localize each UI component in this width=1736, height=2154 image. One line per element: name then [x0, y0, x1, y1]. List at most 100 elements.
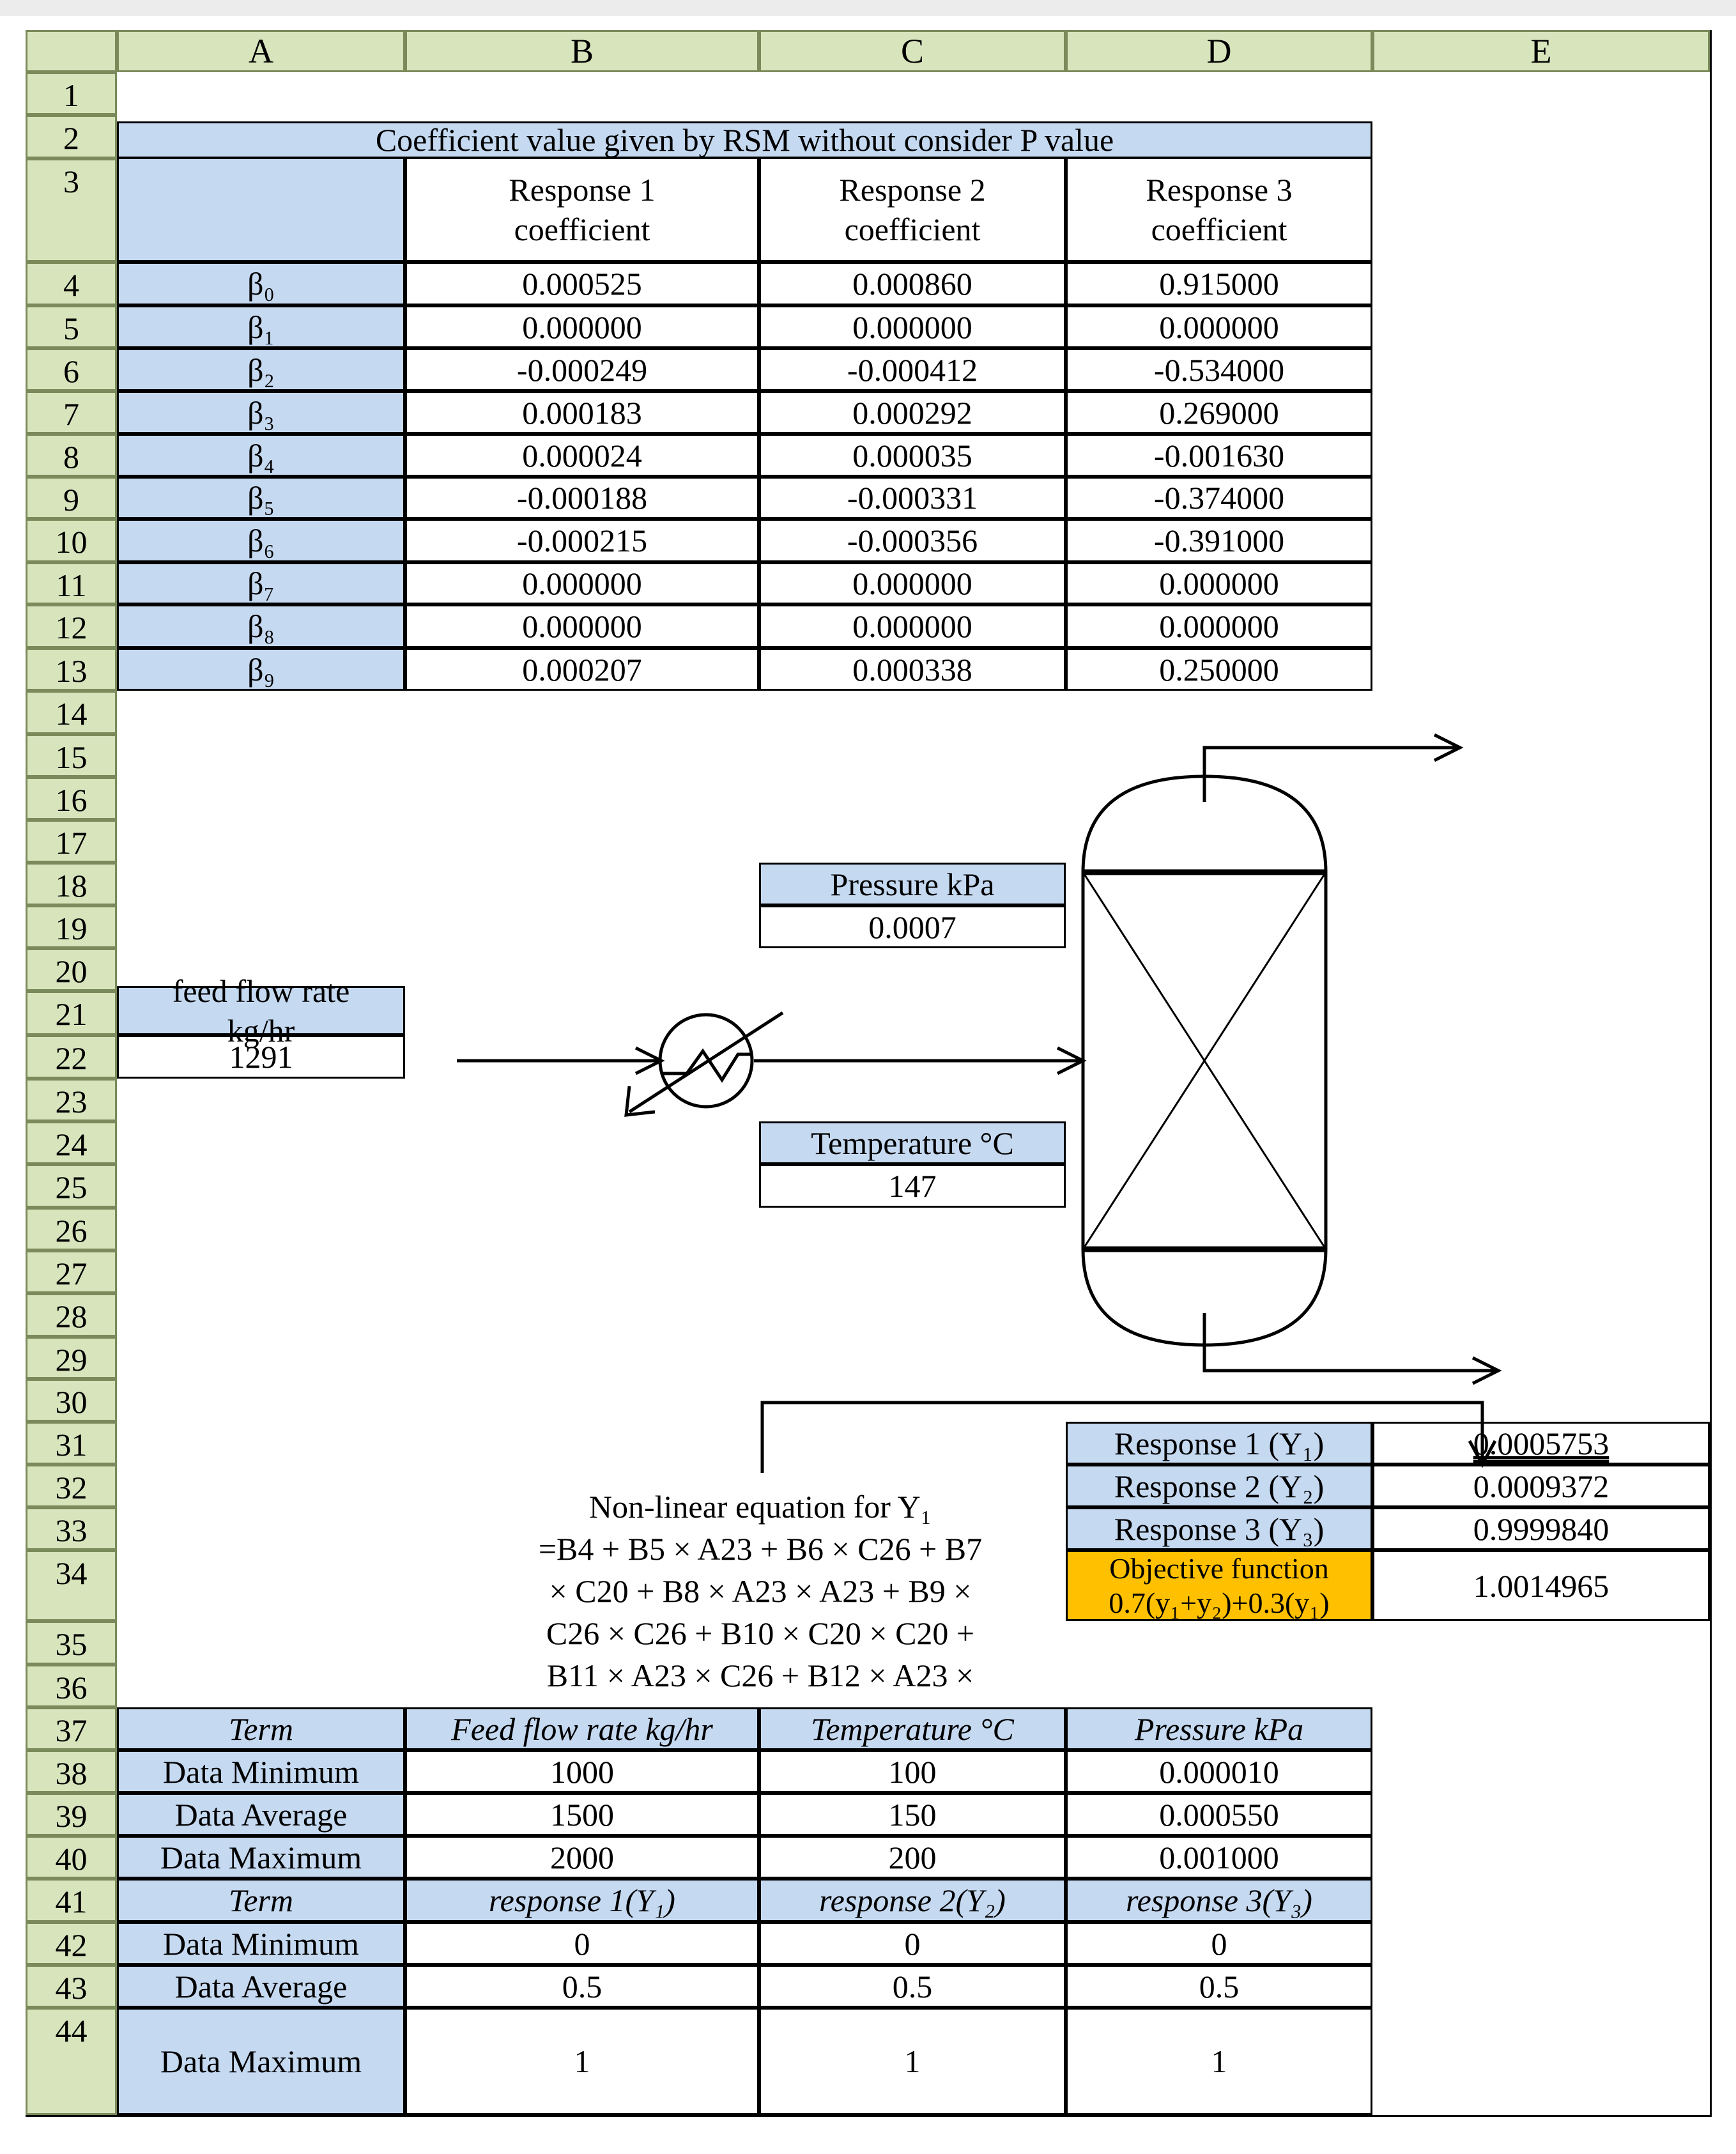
table2-header[interactable]: Term [117, 1879, 405, 1922]
row-header-43[interactable]: 43 [26, 1965, 117, 2008]
beta-label[interactable]: β₇ [117, 562, 405, 604]
beta-label[interactable]: β₂ [117, 348, 405, 391]
row-header-18[interactable]: 18 [26, 863, 117, 905]
beta-label[interactable]: β₆ [117, 519, 405, 562]
feed-flow-value[interactable]: 1291 [117, 1035, 405, 1079]
objective-function-value[interactable]: 1.0014965 [1372, 1550, 1710, 1621]
coef-value[interactable]: 0.000000 [405, 562, 759, 604]
row-header-34[interactable]: 34 [26, 1550, 117, 1621]
row-header-2[interactable]: 2 [26, 115, 117, 158]
row-header-19[interactable]: 19 [26, 905, 117, 948]
coef-value[interactable]: 0.000000 [759, 305, 1066, 348]
coef-value[interactable]: -0.000188 [405, 477, 759, 519]
row-header-6[interactable]: 6 [26, 348, 117, 391]
table2-cell[interactable]: 1 [405, 2008, 759, 2115]
row-header-5[interactable]: 5 [26, 305, 117, 348]
coefficient-title[interactable]: Coefficient value given by RSM without c… [117, 121, 1372, 158]
table1-header[interactable]: Temperature °C [759, 1707, 1066, 1750]
row-header-10[interactable]: 10 [26, 519, 117, 562]
table2-header[interactable]: response 2(Y₂) [759, 1879, 1066, 1922]
pressure-value[interactable]: 0.0007 [759, 905, 1066, 948]
row-header-12[interactable]: 12 [26, 604, 117, 648]
row-header-22[interactable]: 22 [26, 1035, 117, 1079]
row-header-36[interactable]: 36 [26, 1665, 117, 1707]
coef-value[interactable]: 0.000000 [759, 562, 1066, 604]
coef-value[interactable]: 0.000024 [405, 434, 759, 477]
column-header-a[interactable]: A [117, 30, 405, 72]
coef-header-2[interactable]: Response 2 coefficient [759, 157, 1066, 262]
row-header-25[interactable]: 25 [26, 1164, 117, 1208]
table1-cell[interactable]: 0.001000 [1066, 1836, 1372, 1879]
row-header-31[interactable]: 31 [26, 1422, 117, 1465]
table2-cell[interactable]: 0.5 [1066, 1965, 1372, 2008]
coef-value[interactable]: -0.000412 [759, 348, 1066, 391]
table2-cell[interactable]: 0.5 [759, 1965, 1066, 2008]
row-header-42[interactable]: 42 [26, 1922, 117, 1965]
coef-value[interactable]: 0.000292 [759, 391, 1066, 434]
beta-label[interactable]: β₁ [117, 305, 405, 348]
beta-label[interactable]: β₄ [117, 434, 405, 477]
table2-cell[interactable]: 1 [1066, 2008, 1372, 2115]
coef-value[interactable]: 0.000000 [759, 604, 1066, 648]
coef-header-blank[interactable] [117, 157, 405, 262]
beta-label[interactable]: β₈ [117, 604, 405, 648]
coef-value[interactable]: 0.000000 [1066, 305, 1372, 348]
row-header-7[interactable]: 7 [26, 391, 117, 434]
row-header-3[interactable]: 3 [26, 158, 117, 262]
row-header-38[interactable]: 38 [26, 1750, 117, 1793]
table2-header[interactable]: response 1(Y₁) [405, 1879, 759, 1922]
row-header-9[interactable]: 9 [26, 477, 117, 519]
row-header-32[interactable]: 32 [26, 1465, 117, 1507]
table1-row-label[interactable]: Data Maximum [117, 1836, 405, 1879]
row-header-8[interactable]: 8 [26, 434, 117, 477]
table2-cell[interactable]: 0 [405, 1922, 759, 1965]
table1-cell[interactable]: 0.000010 [1066, 1750, 1372, 1793]
coef-value[interactable]: 0.000035 [759, 434, 1066, 477]
table1-cell[interactable]: 0.000550 [1066, 1793, 1372, 1836]
row-header-28[interactable]: 28 [26, 1293, 117, 1337]
row-header-17[interactable]: 17 [26, 820, 117, 863]
coef-header-3[interactable]: Response 3 coefficient [1066, 157, 1372, 262]
column-header-b[interactable]: B [405, 30, 759, 72]
row-header-41[interactable]: 41 [26, 1879, 117, 1922]
coef-header-1[interactable]: Response 1 coefficient [405, 157, 759, 262]
row-header-40[interactable]: 40 [26, 1836, 117, 1879]
row-header-44[interactable]: 44 [26, 2008, 117, 2115]
table1-header[interactable]: Pressure kPa [1066, 1707, 1372, 1750]
coef-value[interactable]: 0.000000 [405, 604, 759, 648]
row-header-16[interactable]: 16 [26, 777, 117, 820]
response-1-label[interactable]: Response 1 (Y₁) [1066, 1422, 1372, 1465]
coef-value[interactable]: 0.000000 [1066, 604, 1372, 648]
beta-label[interactable]: β₅ [117, 477, 405, 519]
table1-row-label[interactable]: Data Average [117, 1793, 405, 1836]
response-3-value[interactable]: 0.9999840 [1372, 1507, 1710, 1550]
coef-value[interactable]: 0.000338 [759, 648, 1066, 691]
table1-row-label[interactable]: Data Minimum [117, 1750, 405, 1793]
row-header-26[interactable]: 26 [26, 1208, 117, 1250]
row-header-21[interactable]: 21 [26, 991, 117, 1035]
table1-header[interactable]: Feed flow rate kg/hr [405, 1707, 759, 1750]
coef-value[interactable]: -0.374000 [1066, 477, 1372, 519]
row-header-27[interactable]: 27 [26, 1250, 117, 1293]
table1-cell[interactable]: 100 [759, 1750, 1066, 1793]
row-header-37[interactable]: 37 [26, 1707, 117, 1750]
coef-value[interactable]: 0.250000 [1066, 648, 1372, 691]
coef-value[interactable]: -0.000215 [405, 519, 759, 562]
coef-value[interactable]: 0.000525 [405, 262, 759, 305]
table1-cell[interactable]: 2000 [405, 1836, 759, 1879]
row-header-35[interactable]: 35 [26, 1621, 117, 1665]
column-header-c[interactable]: C [759, 30, 1066, 72]
coef-value[interactable]: 0.000207 [405, 648, 759, 691]
coef-value[interactable]: -0.391000 [1066, 519, 1372, 562]
row-header-4[interactable]: 4 [26, 262, 117, 305]
table2-cell[interactable]: 1 [759, 2008, 1066, 2115]
coef-value[interactable]: 0.000000 [405, 305, 759, 348]
table1-header[interactable]: Term [117, 1707, 405, 1750]
coef-value[interactable]: -0.000331 [759, 477, 1066, 519]
row-header-24[interactable]: 24 [26, 1121, 117, 1164]
beta-label[interactable]: β₀ [117, 262, 405, 305]
row-header-23[interactable]: 23 [26, 1079, 117, 1121]
beta-label[interactable]: β₃ [117, 391, 405, 434]
beta-label[interactable]: β₉ [117, 648, 405, 691]
table2-cell[interactable]: 0 [759, 1922, 1066, 1965]
